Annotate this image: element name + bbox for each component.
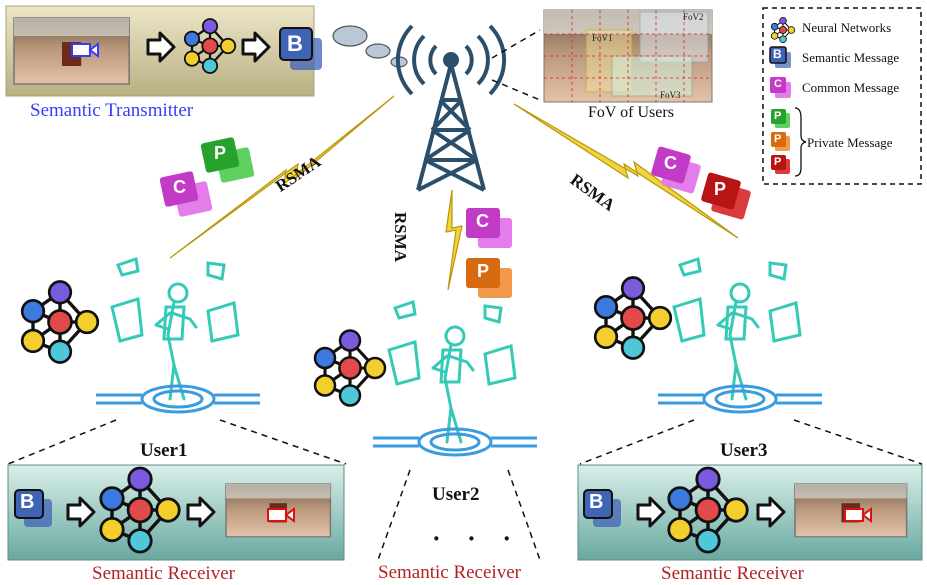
user3-messages (651, 146, 751, 220)
legend-private-message: Private Message (807, 135, 893, 150)
legend-semantic-letter: B (773, 47, 782, 61)
camera-icon (844, 508, 872, 522)
fov-image (543, 9, 713, 103)
semantic-message-icon (279, 27, 322, 70)
semantic-letter: B (589, 491, 604, 513)
thought-bubbles (332, 25, 408, 68)
rsma-lightning-links (169, 95, 739, 291)
semantic-letter: B (287, 31, 303, 56)
legend-box (762, 7, 922, 185)
more-users-ellipsis: · · · (432, 524, 522, 553)
fov3-tag: FoV3 (660, 90, 681, 100)
user1-label: User1 (140, 440, 188, 461)
dashed-connectors (7, 29, 923, 561)
semantic-receiver-box-1 (7, 464, 345, 561)
legend-neural-networks: Neural Networks (802, 20, 892, 35)
semantic-letter: B (20, 491, 35, 513)
rsma-label-2: RSMA (391, 212, 410, 263)
user1-neural-network-icon (20, 279, 100, 365)
user2-figure (371, 300, 539, 457)
base-station-tower (395, 24, 507, 192)
user1-figure (94, 257, 262, 414)
private-letter-user2: P (477, 261, 490, 281)
legend-semantic-icon (769, 46, 791, 68)
semantic-transmitter-label: Semantic Transmitter (30, 100, 194, 121)
legend-private-letter: P (774, 133, 782, 145)
camera-icon (71, 43, 99, 57)
user2-neural-network-icon (313, 328, 387, 408)
legend-common-message: Common Message (802, 80, 900, 95)
legend-private-letter: P (774, 110, 782, 122)
camera-icon (267, 508, 295, 522)
user1-messages (159, 137, 255, 217)
private-letter-user3: P (714, 179, 727, 199)
legend-private-letter: P (774, 156, 782, 168)
user3-neural-network-icon (593, 275, 673, 361)
common-letter-user3: C (664, 153, 677, 173)
user2-messages (466, 208, 512, 298)
semantic-receiver-label-3: Semantic Receiver (661, 563, 804, 584)
legend-common-icon (770, 77, 791, 98)
legend-common-letter: C (774, 78, 782, 90)
legend-private-icons (771, 107, 807, 177)
private-letter-user1: P (214, 143, 227, 163)
semantic-receiver-label-1: Semantic Receiver (92, 563, 235, 584)
fov2-tag: FoV2 (683, 12, 704, 22)
fov-caption: FoV of Users (588, 104, 674, 121)
legend-semantic-message: Semantic Message (802, 50, 900, 65)
user2-label: User2 (432, 484, 480, 505)
semantic-transmitter-box (5, 5, 322, 97)
fov1-tag: FoV1 (592, 33, 613, 43)
user3-figure (656, 257, 824, 414)
semantic-receiver-label-2: Semantic Receiver (378, 562, 521, 583)
semantic-receiver-box-3 (577, 464, 923, 561)
common-letter-user1: C (173, 177, 186, 197)
user3-label: User3 (720, 440, 768, 461)
common-letter-user2: C (476, 211, 489, 231)
